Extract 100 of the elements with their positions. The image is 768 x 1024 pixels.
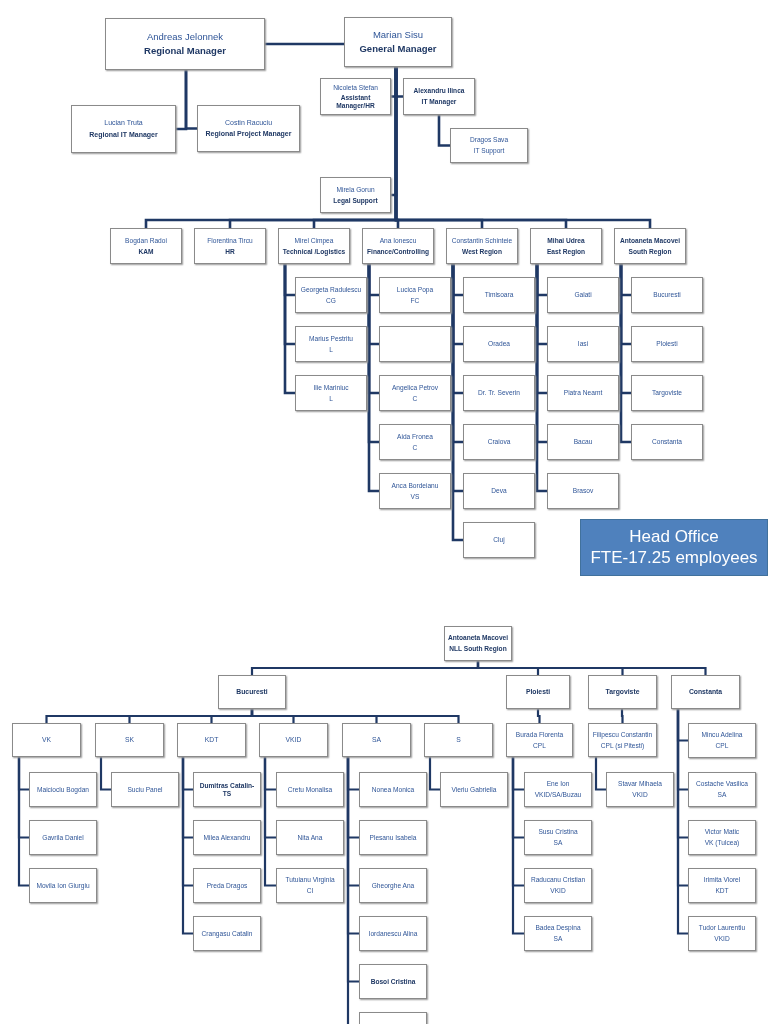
connector-line — [536, 709, 541, 723]
org-unit-box — [463, 522, 535, 558]
org-unit-box — [276, 868, 344, 903]
connector-line — [535, 264, 547, 493]
connector-line — [676, 709, 688, 935]
org-unit-box — [362, 228, 434, 264]
org-unit-box — [547, 473, 619, 509]
org-unit-box — [440, 772, 508, 807]
org-unit-box — [547, 375, 619, 411]
org-unit-box — [359, 868, 427, 903]
org-unit-box — [631, 326, 703, 362]
org-unit-box — [524, 868, 592, 903]
org-unit-box — [105, 18, 265, 70]
connector-line — [99, 757, 111, 791]
org-unit-box — [524, 916, 592, 951]
org-unit-box — [295, 277, 367, 313]
org-unit-box — [193, 868, 261, 903]
org-unit-box — [71, 105, 176, 153]
org-unit-box — [463, 326, 535, 362]
org-unit-box — [359, 772, 427, 807]
org-unit-box — [359, 820, 427, 855]
name-label: Andreas Jelonnek — [146, 31, 224, 43]
org-unit-box — [111, 772, 179, 807]
org-unit-box — [29, 772, 97, 807]
connector-line — [250, 709, 460, 723]
connector-line — [17, 757, 29, 887]
name-label: Marian Sisu — [372, 29, 424, 41]
org-unit-box — [379, 473, 451, 509]
connector-line — [437, 115, 450, 147]
org-unit-box — [259, 723, 328, 757]
connector-line — [451, 264, 463, 542]
org-unit-box — [359, 964, 427, 999]
org-unit-box — [110, 228, 182, 264]
org-unit-box — [450, 128, 528, 163]
org-unit-box — [276, 772, 344, 807]
org-unit-box — [29, 820, 97, 855]
org-unit-box — [444, 626, 512, 661]
org-unit-box — [379, 277, 451, 313]
connector-line — [283, 264, 295, 395]
org-unit-box — [193, 916, 261, 951]
org-unit-box — [218, 675, 286, 709]
org-unit-box — [278, 228, 350, 264]
org-unit-box — [524, 820, 592, 855]
connector-line — [428, 757, 440, 791]
role-label: Regional Manager — [144, 45, 226, 57]
org-unit-box — [359, 916, 427, 951]
org-unit-box — [688, 723, 756, 758]
org-unit-box — [688, 868, 756, 903]
connector-line — [511, 757, 524, 935]
org-unit-box — [530, 228, 602, 264]
org-unit-box — [631, 375, 703, 411]
banner-text: FTE-17.25 employees — [590, 547, 758, 568]
org-unit-box — [547, 277, 619, 313]
org-unit-box — [295, 375, 367, 411]
org-unit-box — [463, 277, 535, 313]
org-unit-box — [193, 820, 261, 855]
org-unit-box — [29, 868, 97, 903]
org-unit-box — [463, 375, 535, 411]
org-unit-box — [379, 375, 451, 411]
org-unit-box — [463, 424, 535, 460]
banner-heading: Head Office — [629, 527, 719, 548]
org-unit-box — [197, 105, 300, 152]
connector-line — [620, 709, 624, 723]
connector-line — [476, 661, 707, 675]
connector-line — [594, 757, 606, 791]
org-unit-box — [547, 424, 619, 460]
org-unit-box — [95, 723, 164, 757]
org-unit-box — [588, 723, 657, 757]
org-unit-box — [379, 424, 451, 460]
org-unit-box — [446, 228, 518, 264]
org-unit-box — [524, 772, 592, 807]
org-unit-box — [295, 326, 367, 362]
org-unit-box — [193, 772, 261, 807]
org-unit-box — [631, 424, 703, 460]
org-unit-box — [688, 772, 756, 807]
org-unit-box — [320, 78, 391, 115]
connector-line — [263, 757, 276, 887]
connector-line — [184, 70, 197, 130]
connector-line — [265, 42, 344, 46]
org-unit-box — [320, 177, 391, 213]
connector-line — [181, 757, 193, 935]
org-unit-box — [606, 772, 674, 807]
org-unit-box — [688, 820, 756, 855]
org-unit-box — [631, 277, 703, 313]
connector-line — [367, 264, 379, 493]
org-unit-box — [424, 723, 493, 757]
org-unit-box — [506, 675, 570, 709]
org-unit-box — [276, 820, 344, 855]
org-unit-box — [688, 916, 756, 951]
org-unit-box — [194, 228, 266, 264]
connector-line — [619, 264, 631, 444]
org-unit-box — [547, 326, 619, 362]
org-unit-box — [614, 228, 686, 264]
connector-line — [394, 67, 652, 228]
empty-box — [379, 326, 451, 362]
org-unit-box — [342, 723, 411, 757]
org-unit-box — [12, 723, 81, 757]
org-unit-box — [588, 675, 657, 709]
role-label: General Manager — [359, 43, 437, 55]
org-unit-box — [671, 675, 740, 709]
